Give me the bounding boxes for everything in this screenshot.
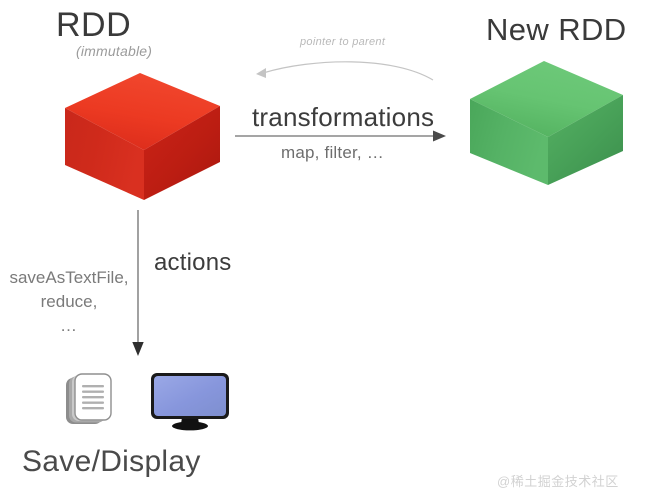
page-title-new-rdd: New RDD [486,12,627,47]
red-cube-icon [60,70,225,210]
document-stack-icon [62,369,124,436]
arrow-down-icon [126,208,150,365]
actions-example-item: saveAsTextFile, [9,268,129,287]
pointer-to-parent-label: pointer to parent [300,36,386,48]
arrow-right-icon [230,126,450,151]
watermark: @稀土掘金技术社区 [497,474,619,489]
monitor-icon [148,371,232,438]
save-display-label: Save/Display [22,445,201,478]
transformations-label: transformations [252,102,435,132]
actions-examples-list: saveAsTextFile, reduce, … [2,266,136,338]
actions-label: actions [154,249,232,276]
page-title-rdd: RDD [56,6,132,44]
actions-example-item: reduce, [40,292,98,312]
actions-example-item: … [60,316,78,336]
transformations-examples-label: map, filter, … [281,143,384,162]
rdd-subtitle-immutable: (immutable) [76,43,153,59]
curved-arrow-left-icon [243,40,448,95]
green-cube-icon [466,57,628,197]
